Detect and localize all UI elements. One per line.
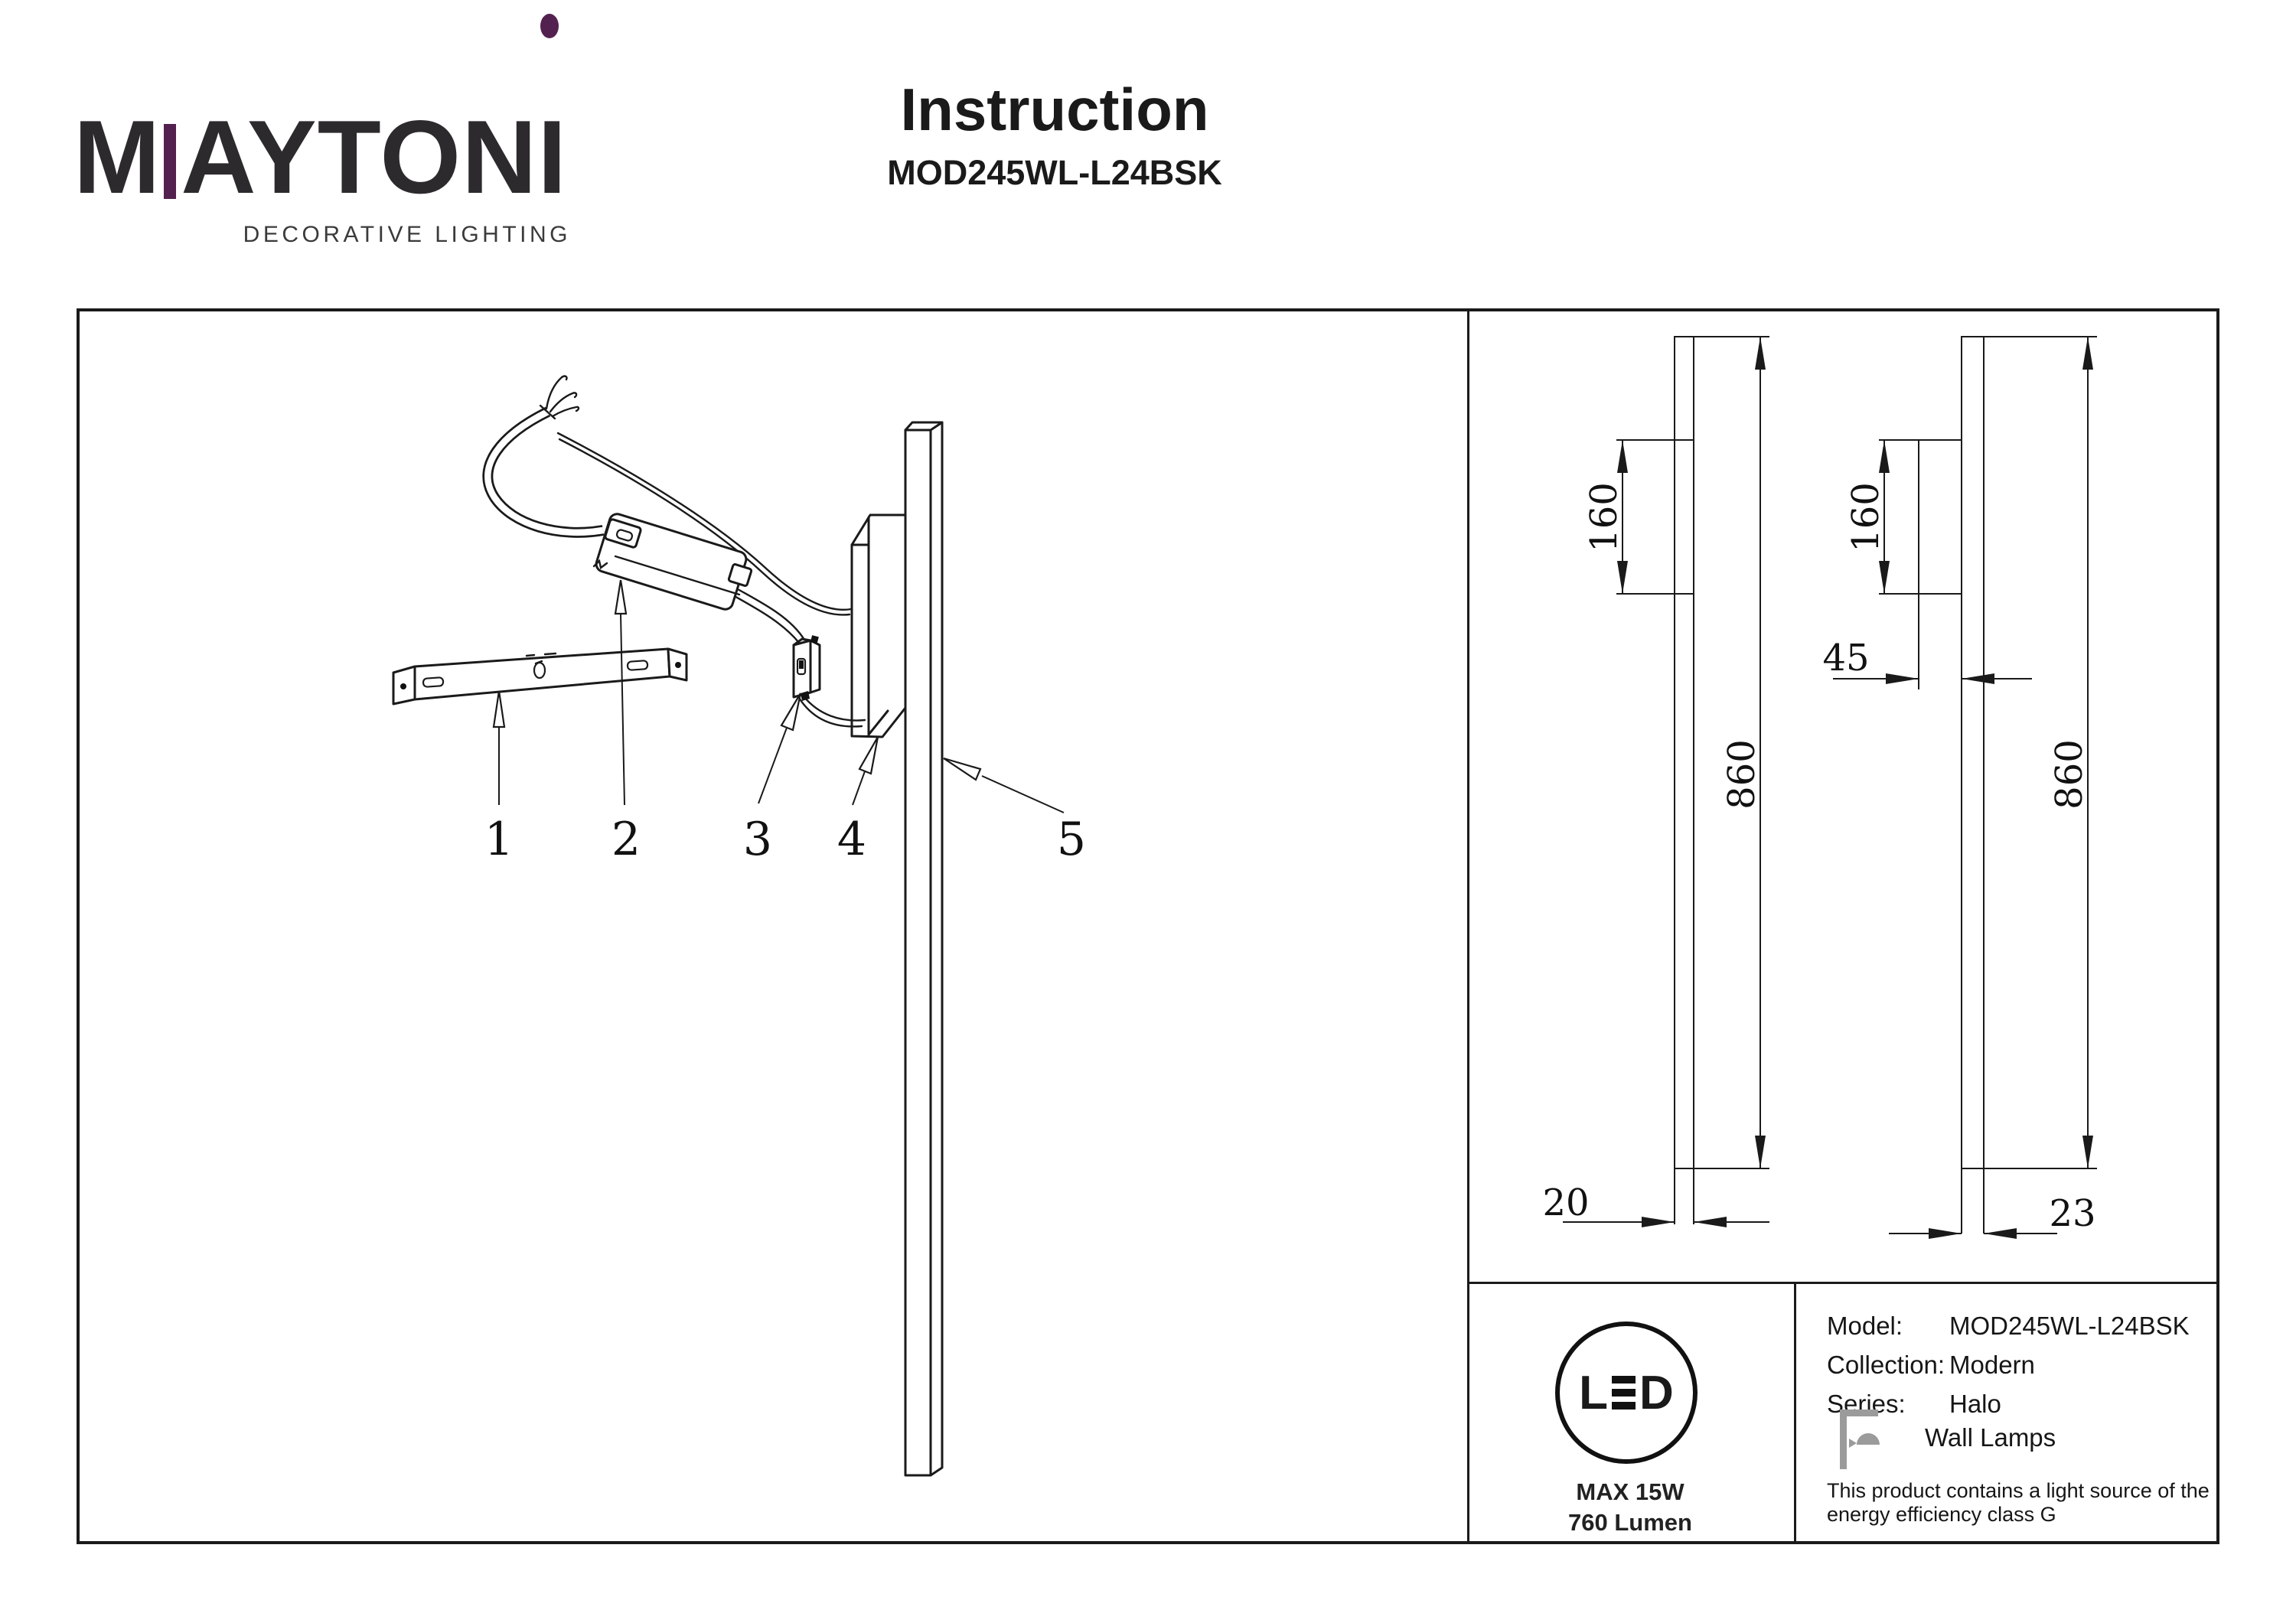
part-leaders	[492, 579, 1065, 813]
lamp-bar-part	[904, 421, 944, 1477]
energy-note-line2: energy efficiency class G	[1827, 1503, 2056, 1526]
max-power-label: MAX 15W	[1576, 1478, 1684, 1505]
model-value: MOD245WL-L24BSK	[1949, 1312, 2190, 1340]
collection-value: Modern	[1949, 1351, 2035, 1379]
mounting-bracket-part	[392, 647, 688, 706]
part-number-3: 3	[743, 813, 772, 866]
dim-plate-height-2: 160	[1844, 482, 1887, 552]
led-logo: L D	[1555, 1322, 1698, 1464]
divider-vertical-info	[1794, 1282, 1796, 1544]
collection-label: Collection:	[1827, 1351, 1945, 1379]
part-number-4: 4	[837, 813, 866, 866]
dim-total-height-1: 860	[1720, 739, 1763, 810]
maytoni-logo: M AYTON I	[73, 14, 567, 215]
divider-horizontal-info	[1467, 1282, 2219, 1284]
dimension-drawing-2: 160 45 860 23	[1822, 336, 2097, 1239]
dim-depth-1: 20	[1542, 1181, 1589, 1224]
info-row-collection: Collection: Modern	[1827, 1351, 2035, 1380]
energy-note-line1: This product contains a light source of …	[1827, 1479, 2210, 1502]
series-value: Halo	[1949, 1390, 2001, 1418]
title-block: Instruction MOD245WL-L24BSK	[748, 80, 1361, 193]
exploded-view: 1 2 3 4 5	[392, 375, 1086, 1477]
part-number-2: 2	[612, 813, 641, 866]
mains-cable	[482, 375, 605, 538]
info-row-model: Model: MOD245WL-L24BSK	[1827, 1312, 2190, 1341]
wall-plate-part	[850, 513, 907, 738]
dim-depth-2: 23	[2049, 1192, 2095, 1235]
wall-lamp-icon	[1840, 1410, 1880, 1469]
divider-vertical-main	[1467, 308, 1469, 1544]
logo-letter-i: I	[537, 99, 568, 215]
logo-letter-i-wrap: I	[537, 14, 567, 209]
model-label: Model:	[1827, 1312, 1903, 1340]
page-model-code: MOD245WL-L24BSK	[887, 153, 1222, 192]
logo-dot-icon	[540, 14, 559, 38]
dim-projection-2: 45	[1822, 637, 1869, 680]
led-letter-e-icon	[1612, 1376, 1636, 1410]
led-letter-l: L	[1579, 1366, 1609, 1419]
dim-total-height-2: 860	[2048, 739, 2091, 810]
part-number-1: 1	[484, 813, 514, 866]
led-logo-text: L D	[1579, 1366, 1674, 1420]
energy-efficiency-note: This product contains a light source of …	[1827, 1479, 2210, 1527]
driver-box-part	[592, 513, 753, 611]
led-letter-d: D	[1639, 1366, 1674, 1419]
logo-letter-m: M	[73, 99, 161, 215]
logo-letters-middle: AYTON	[181, 99, 538, 215]
dim-plate-height-1: 160	[1583, 482, 1626, 552]
dimension-drawing-1: 160 860 20	[1542, 336, 1769, 1227]
lumen-label: 760 Lumen	[1568, 1509, 1692, 1536]
part-numbers: 1 2 3 4 5	[484, 813, 1086, 866]
brand-tagline: DECORATIVE LIGHTING	[243, 222, 571, 247]
connector-part	[792, 635, 821, 701]
category-value: Wall Lamps	[1925, 1423, 2056, 1452]
main-frame	[77, 308, 2219, 1544]
logo-purple-bar	[164, 123, 177, 199]
page-title: Instruction	[900, 76, 1209, 143]
part-number-5: 5	[1057, 813, 1086, 866]
